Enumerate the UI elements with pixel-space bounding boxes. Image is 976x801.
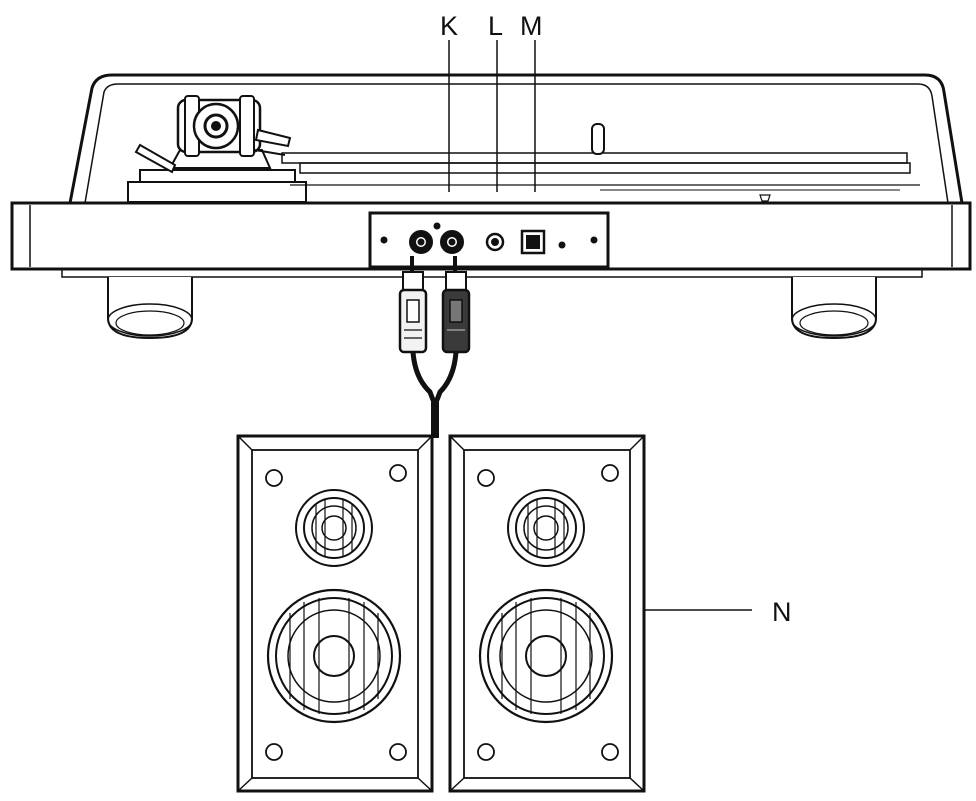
dust-cover-inner (84, 83, 949, 204)
left-speaker (236, 434, 434, 793)
white-rca-plug (398, 271, 428, 354)
platter (281, 123, 920, 202)
dc-power-jack (520, 229, 546, 255)
turntable-feet (107, 277, 877, 340)
rca-cable (398, 256, 471, 438)
callout-leaders (448, 40, 752, 611)
dust-cover (68, 73, 964, 204)
callout-l: L (488, 11, 503, 41)
tonearm (127, 95, 307, 203)
ground-terminal (485, 232, 505, 252)
spindle (591, 123, 605, 155)
left-tweeter (295, 489, 373, 567)
right-woofer (478, 588, 614, 724)
right-tweeter (507, 489, 585, 567)
rca-output-jacks (409, 230, 464, 254)
left-woofer (266, 588, 402, 724)
red-rca-plug (441, 271, 471, 354)
callout-m: M (520, 11, 543, 41)
callout-n: N (772, 597, 792, 627)
rear-connector-panel (368, 211, 610, 269)
callout-k: K (440, 11, 458, 41)
turntable (10, 73, 972, 340)
right-speaker (448, 434, 646, 793)
